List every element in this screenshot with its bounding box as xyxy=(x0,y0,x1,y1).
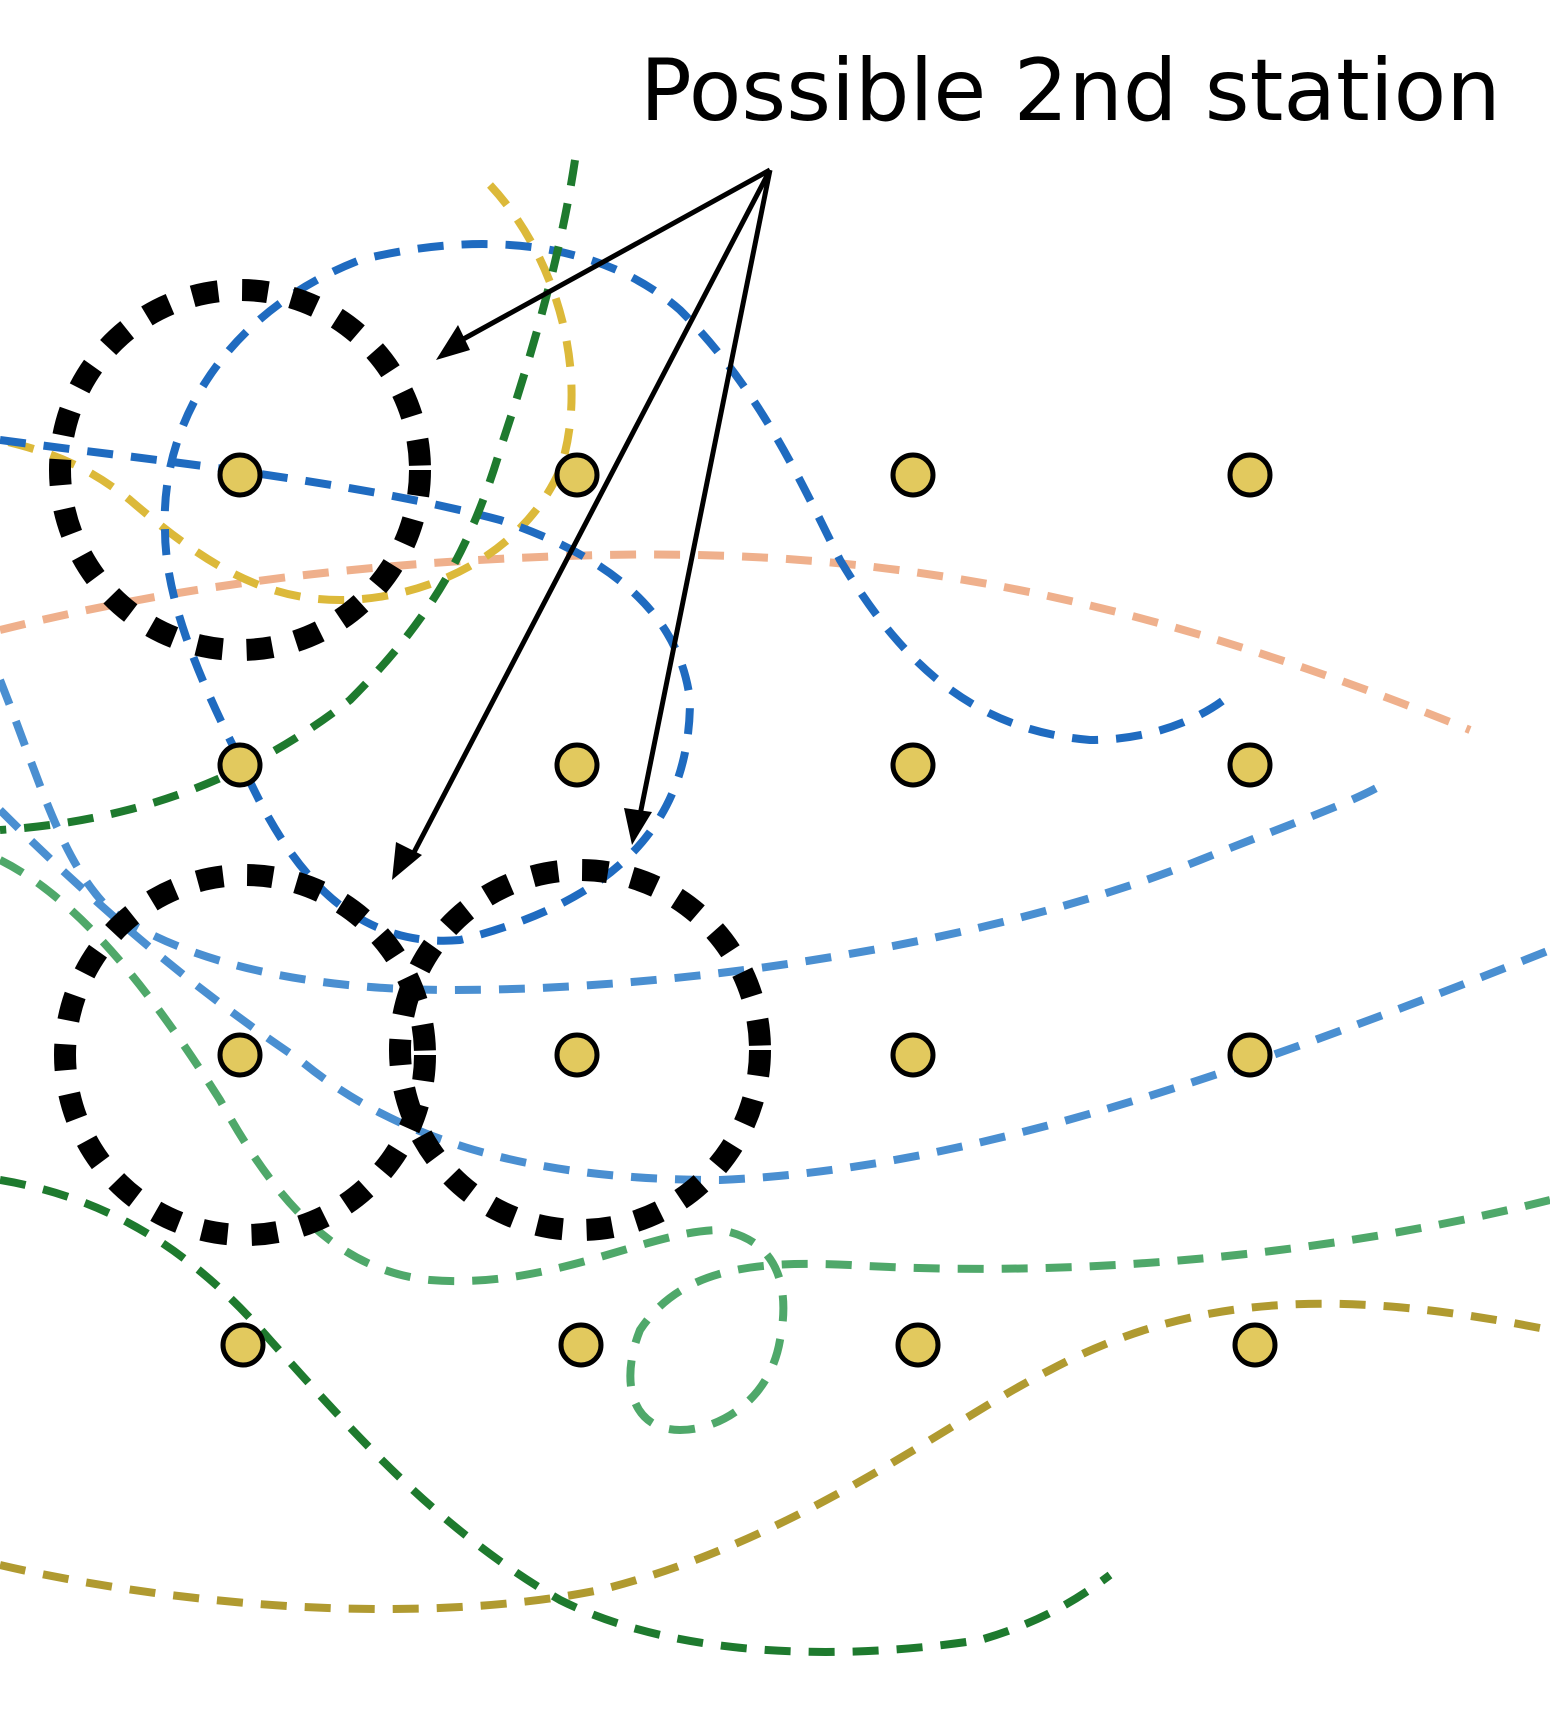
arrowhead-lower-middle xyxy=(624,808,652,845)
station-r2-c3 xyxy=(890,742,936,788)
movement-paths xyxy=(0,159,1550,1656)
candidate-circle-lower-left xyxy=(54,864,436,1246)
station-r1-c4 xyxy=(1227,452,1273,498)
station-r4-c4 xyxy=(1232,1322,1278,1368)
station-r3-c4 xyxy=(1227,1032,1273,1078)
station-r1-c3 xyxy=(890,452,936,498)
arrow-to-lower-middle xyxy=(637,169,773,816)
arrow-to-upper-left xyxy=(456,167,772,345)
station-r4-c2 xyxy=(558,1322,604,1368)
station-r4-c1 xyxy=(220,1322,266,1368)
path-olive xyxy=(0,1299,1550,1614)
arrowhead-lower-left xyxy=(392,842,422,880)
candidate-circles xyxy=(49,279,771,1246)
path-green-light xyxy=(0,856,1550,1435)
station-r1-c2 xyxy=(554,452,600,498)
station-r3-c3 xyxy=(890,1032,936,1078)
station-r3-c1 xyxy=(217,1032,263,1078)
station-grid xyxy=(217,452,1278,1368)
path-green-dark-lower xyxy=(0,1176,1113,1656)
path-blue-light-low xyxy=(0,807,1550,1185)
path-green-dark-upper xyxy=(0,159,579,834)
station-r2-c4 xyxy=(1227,742,1273,788)
arrow-to-lower-left xyxy=(407,168,773,862)
station-r2-c2 xyxy=(554,742,600,788)
candidate-circle-lower-middle xyxy=(389,859,771,1241)
arrowhead-upper-left xyxy=(436,325,470,360)
path-blue-top xyxy=(0,240,1233,945)
annotation-arrows xyxy=(392,167,773,880)
station-r2-c1 xyxy=(217,742,263,788)
station-r3-c2 xyxy=(554,1032,600,1078)
candidate-circle-upper-left xyxy=(49,279,431,661)
path-blue-light-mid xyxy=(0,678,1393,995)
possible-station-label: Possible 2nd station xyxy=(640,41,1501,141)
path-yellow xyxy=(0,182,576,605)
station-r1-c1 xyxy=(217,452,263,498)
station-r4-c3 xyxy=(895,1322,941,1368)
path-orange xyxy=(0,550,1472,734)
